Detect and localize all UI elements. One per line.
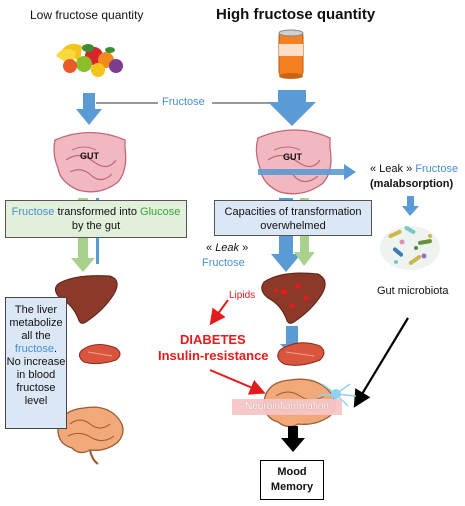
lipids-label: Lipids	[229, 290, 256, 301]
leak-middle-label: « Leak »	[206, 242, 248, 254]
neuroinflammation-label: Neuroinflammation	[232, 399, 342, 415]
overwhelmed-box: Capacities of transformation overwhelmed	[214, 200, 372, 236]
gut-label-high: GUT	[283, 152, 302, 162]
muscle-icon	[78, 344, 121, 365]
fructose-arrow-high	[268, 90, 316, 126]
brain-to-mood-arrow	[281, 426, 305, 452]
soda-can-icon	[278, 29, 304, 79]
liver-line-5: No increase	[6, 356, 66, 368]
leak-arrow	[258, 164, 356, 180]
muscle-icon	[277, 342, 325, 366]
gut-microbiota-label: Gut microbiota	[377, 285, 449, 297]
liver-icon	[261, 272, 326, 324]
fructose-word: Fructose	[11, 206, 55, 218]
transformation-box: Fructose transformed into Glucose by the…	[5, 200, 187, 238]
leak-close: »	[239, 242, 249, 254]
glucose-word: Glucose	[140, 206, 181, 218]
liver-line-3: all the	[21, 330, 51, 342]
liver-line-8: level	[24, 395, 48, 407]
leak-open: «	[206, 242, 216, 254]
brain-icon	[57, 406, 124, 465]
leak-fructose-label: « Leak » Fructose	[370, 163, 458, 175]
right-title: High fructose quantity	[216, 6, 376, 23]
diabetes-label: DIABETES	[180, 332, 246, 347]
microbiota-icon	[380, 226, 440, 270]
gut-icon	[53, 131, 127, 193]
mood-label: Mood	[277, 466, 307, 478]
liver-text-box: The liver metabolize all the fructose. N…	[5, 297, 67, 429]
diabetes-arrow	[209, 369, 266, 395]
leak-middle-fructose: Fructose	[202, 257, 245, 269]
malabsorption-arrow	[402, 196, 419, 216]
liver-line-6: in blood	[16, 369, 56, 381]
liver-line-1: The liver	[14, 304, 58, 316]
transformation-text: transformed into	[54, 206, 141, 218]
liver-line-2: metabolize	[9, 317, 63, 329]
leak-italic: Leak	[215, 242, 240, 254]
insulin-resistance-label: Insulin-resistance	[158, 348, 269, 363]
leak-text: « Leak »	[370, 163, 416, 175]
fructose-label: Fructose	[162, 96, 205, 108]
liver-fructose-word: fructose	[14, 343, 55, 355]
left-title: Low fructose quantity	[30, 8, 144, 22]
malabsorption-label: (malabsorption)	[370, 178, 454, 190]
leak-fructose-word: Fructose	[415, 163, 459, 175]
mood-memory-box: Mood Memory	[260, 460, 324, 500]
fruit-basket-icon	[56, 43, 123, 77]
lipids-arrow	[209, 299, 229, 326]
fructose-arrow-low	[76, 93, 102, 125]
liver-line-7: fructose	[16, 382, 56, 394]
microbiota-arrow	[353, 317, 409, 408]
by-the-gut-text: by the gut	[71, 220, 121, 232]
gut-label-low: GUT	[80, 151, 99, 161]
memory-label: Memory	[270, 481, 314, 493]
